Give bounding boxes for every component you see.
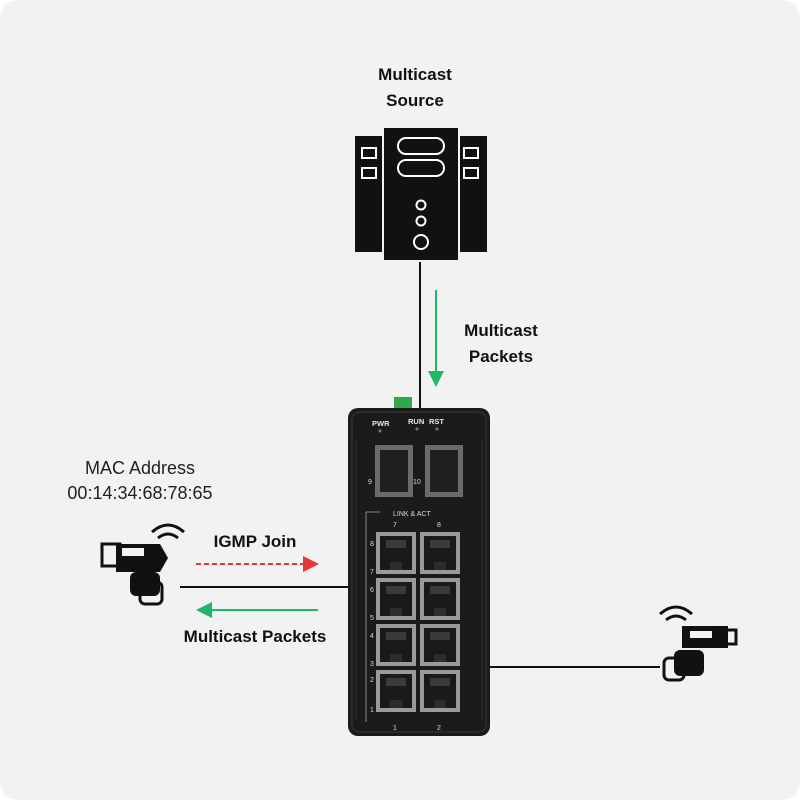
rj45-port (376, 670, 416, 712)
multicast-source-label-line: Source (386, 91, 444, 110)
rj45-port (420, 670, 460, 712)
sfp-port-number: 10 (413, 479, 421, 486)
port-number: 7 (370, 569, 374, 576)
run-label: RUN (408, 417, 424, 426)
rj45-port (420, 624, 460, 666)
mac-address-title: MAC Address (84, 458, 196, 478)
port-number: 1 (370, 707, 374, 714)
rj45-port-grid (376, 532, 460, 712)
multicast-source-label-line: Multicast (378, 65, 452, 84)
rj45-port (376, 578, 416, 620)
pwr-label: PWR (372, 419, 390, 428)
multicast-packets-top-line: Multicast (464, 321, 538, 340)
rst-label: RST (429, 417, 444, 426)
sfp-port (425, 445, 463, 497)
mac-address-label: MAC Address 00:14:34:68:78:65 (30, 456, 250, 506)
column-number: 8 (437, 522, 441, 529)
rj45-port (420, 578, 460, 620)
port-number: 5 (370, 615, 374, 622)
server-icon (355, 126, 487, 262)
ip-camera-icon (100, 523, 185, 606)
port-number: 6 (370, 587, 374, 594)
rj45-port (376, 624, 416, 666)
port-number: 4 (370, 633, 374, 640)
multicast-packets-left-label: Multicast Packets (183, 627, 327, 646)
column-number: 7 (393, 522, 397, 529)
multicast-source-label: Multicast Source (330, 62, 500, 114)
port-number: 2 (370, 677, 374, 684)
multicast-packets-top-label: Multicast Packets (436, 318, 566, 370)
multicast-packets-top-line: Packets (468, 347, 534, 366)
mac-address-value: 00:14:34:68:78:65 (67, 483, 213, 503)
port-number: 3 (370, 661, 374, 668)
link-act-label: LINK & ACT (393, 511, 431, 518)
sfp-port-number: 9 (368, 479, 372, 486)
network-switch-icon: PWR RUN RST 9 10 LINK & ACT 7 8 (348, 397, 490, 736)
ip-camera-icon (659, 605, 738, 682)
rj45-port (376, 532, 416, 574)
sfp-port (375, 445, 413, 497)
column-number: 1 (393, 725, 397, 732)
igmp-join-label: IGMP Join (213, 532, 297, 551)
column-number: 2 (437, 725, 441, 732)
rj45-port (420, 532, 460, 574)
port-number: 8 (370, 541, 374, 548)
